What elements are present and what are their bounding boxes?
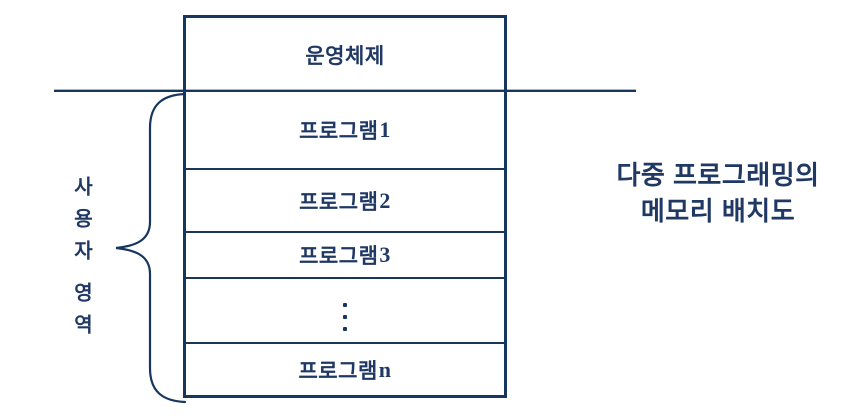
- memory-row-os: 운영체제: [186, 18, 504, 91]
- user-area-label-word1: 사용자: [70, 176, 92, 272]
- user-area-brace: [115, 92, 187, 404]
- vertical-ellipsis-icon: [343, 302, 347, 331]
- memory-row-program2-label: 프로그램: [299, 190, 379, 214]
- memory-row-program1-number: 1: [379, 116, 391, 142]
- memory-row-program-n-label: 프로그램: [298, 359, 378, 383]
- os-user-boundary-line: [54, 89, 636, 92]
- user-area-label: 사용자 영역: [68, 176, 94, 346]
- memory-row-program-n-letter: n: [378, 356, 392, 382]
- diagram-caption-line1: 다중 프로그래밍의: [616, 160, 820, 190]
- diagram-caption-line2: 메모리 배치도: [640, 196, 796, 226]
- memory-row-program1-label: 프로그램: [299, 119, 379, 143]
- memory-row-os-label: 운영체제: [305, 44, 385, 68]
- memory-row-ellipsis: [186, 277, 504, 342]
- user-area-label-word2: 영역: [70, 282, 92, 346]
- memory-row-program3-label: 프로그램: [299, 245, 379, 268]
- diagram-caption: 다중 프로그래밍의 메모리 배치도: [575, 157, 854, 229]
- memory-row-program2-number: 2: [379, 187, 391, 213]
- memory-row-program3-number: 3: [379, 242, 391, 267]
